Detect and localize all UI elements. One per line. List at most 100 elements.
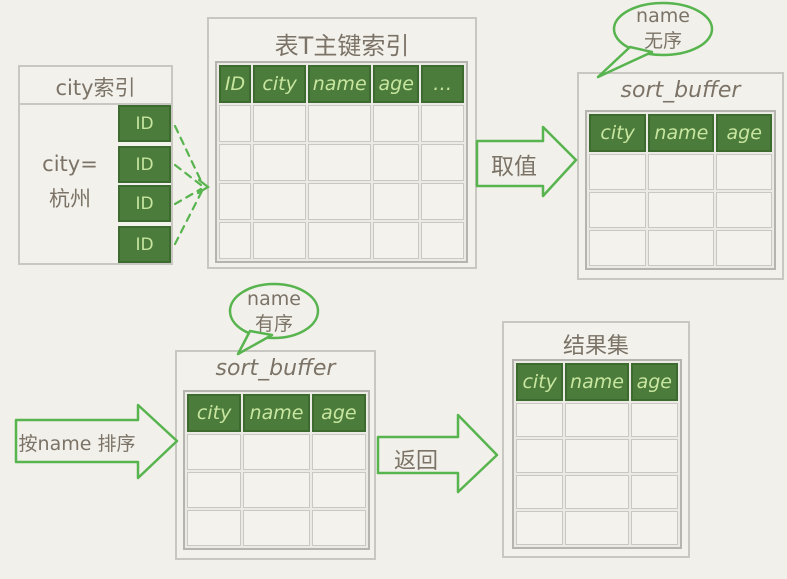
table-row xyxy=(187,434,366,470)
empty-cell xyxy=(252,105,307,142)
empty-cell xyxy=(187,434,242,470)
column-header: name xyxy=(308,65,372,103)
empty-cell xyxy=(716,192,772,228)
empty-cell xyxy=(243,510,310,546)
column-header: name xyxy=(565,363,629,401)
fetch-arrow-label: 取值 xyxy=(491,154,537,180)
empty-cell xyxy=(252,222,307,259)
dashed-link-line xyxy=(173,189,204,246)
id-cell: ID xyxy=(118,226,171,263)
divider xyxy=(20,103,171,105)
empty-cell xyxy=(373,144,420,181)
column-header: age xyxy=(630,363,678,401)
column-header: city xyxy=(589,114,647,152)
empty-cell xyxy=(187,510,242,546)
sort-buffer-unsorted-title: sort_buffer xyxy=(620,78,741,103)
table-row xyxy=(219,222,464,259)
empty-cell xyxy=(565,511,629,545)
empty-cell xyxy=(516,475,564,509)
dashed-link-line xyxy=(173,124,204,185)
table-row xyxy=(219,183,464,220)
empty-cell xyxy=(630,475,678,509)
table-row xyxy=(516,403,678,437)
column-header: name xyxy=(648,114,715,152)
empty-cell xyxy=(648,154,715,190)
empty-cell xyxy=(243,472,310,508)
city-condition-line2: 杭州 xyxy=(49,187,91,211)
table-row xyxy=(187,472,366,508)
bubble-unordered-label: name 无序 xyxy=(615,4,711,54)
primary-index-title: 表T主键索引 xyxy=(274,32,410,60)
empty-cell xyxy=(716,230,772,266)
table-row xyxy=(589,230,772,266)
column-header: age xyxy=(373,65,420,103)
empty-cell xyxy=(421,105,464,142)
header-row: city name age xyxy=(589,114,772,152)
sort-buffer-sorted-panel: sort_buffer city name age xyxy=(175,350,376,560)
empty-cell xyxy=(219,105,251,142)
column-header: city xyxy=(187,394,242,432)
empty-cell xyxy=(243,434,310,470)
empty-cell xyxy=(630,511,678,545)
empty-cell xyxy=(716,154,772,190)
empty-cell xyxy=(421,183,464,220)
sort-buffer-sorted-title: sort_buffer xyxy=(215,356,336,381)
empty-cell xyxy=(565,475,629,509)
city-condition-line1: city= xyxy=(42,152,98,176)
empty-cell xyxy=(308,105,372,142)
empty-cell xyxy=(516,403,564,437)
empty-cell xyxy=(373,222,420,259)
return-arrow-label: 返回 xyxy=(393,449,438,474)
empty-cell xyxy=(311,434,366,470)
bubble-ordered-line1: name xyxy=(247,288,301,310)
column-header: … xyxy=(421,65,464,103)
sort-arrow-label: 按name 排序 xyxy=(18,433,136,455)
empty-cell xyxy=(516,439,564,473)
empty-cell xyxy=(516,511,564,545)
id-cell: ID xyxy=(118,146,171,183)
bubble-ordered-line2: 有序 xyxy=(254,313,293,335)
bubble-ordered-label: name 有序 xyxy=(230,287,318,337)
column-header: city xyxy=(252,65,307,103)
empty-cell xyxy=(308,144,372,181)
empty-cell xyxy=(373,183,420,220)
primary-index-table: ID city name age … xyxy=(215,61,468,263)
column-header: name xyxy=(243,394,310,432)
column-header: ID xyxy=(219,65,251,103)
empty-cell xyxy=(630,403,678,437)
header-row: ID city name age … xyxy=(219,65,464,103)
dashed-link-line xyxy=(173,163,203,187)
table-row xyxy=(516,475,678,509)
result-set-panel: 结果集 city name age xyxy=(502,321,690,558)
city-index-title: city索引 xyxy=(55,76,136,100)
table-row xyxy=(589,192,772,228)
id-cell: ID xyxy=(118,105,171,142)
empty-cell xyxy=(187,472,242,508)
sort-buffer-unsorted-table: city name age xyxy=(585,110,776,270)
column-header: age xyxy=(311,394,366,432)
city-condition: city= 杭州 xyxy=(24,147,116,217)
table-row xyxy=(516,439,678,473)
header-row: city name age xyxy=(516,363,678,401)
empty-cell xyxy=(219,144,251,181)
id-cell: ID xyxy=(118,185,171,222)
empty-cell xyxy=(373,105,420,142)
result-set-title: 结果集 xyxy=(562,334,629,359)
empty-cell xyxy=(565,439,629,473)
table-row xyxy=(589,154,772,190)
result-set-table: city name age xyxy=(512,359,682,549)
empty-cell xyxy=(308,183,372,220)
empty-cell xyxy=(421,144,464,181)
header-row: city name age xyxy=(187,394,366,432)
empty-cell xyxy=(252,144,307,181)
empty-cell xyxy=(589,192,647,228)
empty-cell xyxy=(219,222,251,259)
empty-cell xyxy=(565,403,629,437)
empty-cell xyxy=(252,183,307,220)
empty-cell xyxy=(589,154,647,190)
empty-cell xyxy=(219,183,251,220)
column-header: city xyxy=(516,363,564,401)
empty-cell xyxy=(648,230,715,266)
column-header: age xyxy=(716,114,772,152)
